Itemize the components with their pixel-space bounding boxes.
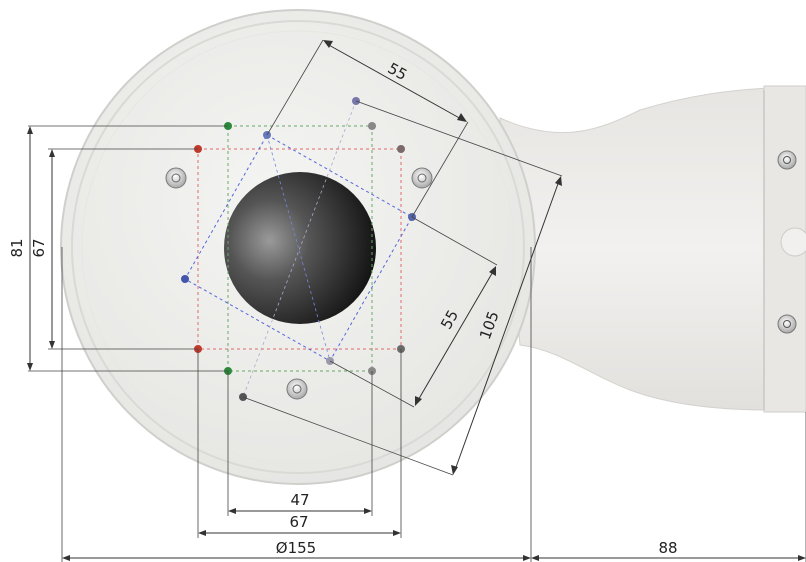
screw-icon [777, 314, 797, 334]
mount-arm [499, 85, 806, 413]
screw-icon [165, 167, 187, 189]
dim-label-81: 81 [8, 238, 26, 257]
dim-label-67-bottom: 67 [289, 513, 308, 531]
dim-label-88: 88 [658, 539, 677, 557]
dimension-lines [27, 39, 806, 562]
dim-label-67-left: 67 [30, 238, 48, 257]
dim-label-47: 47 [290, 491, 309, 509]
dim-label-155: Ø155 [276, 539, 316, 557]
screw-icon [777, 150, 797, 170]
screw-icon [286, 378, 308, 400]
screw-icon [411, 167, 433, 189]
arm-port [780, 227, 806, 257]
